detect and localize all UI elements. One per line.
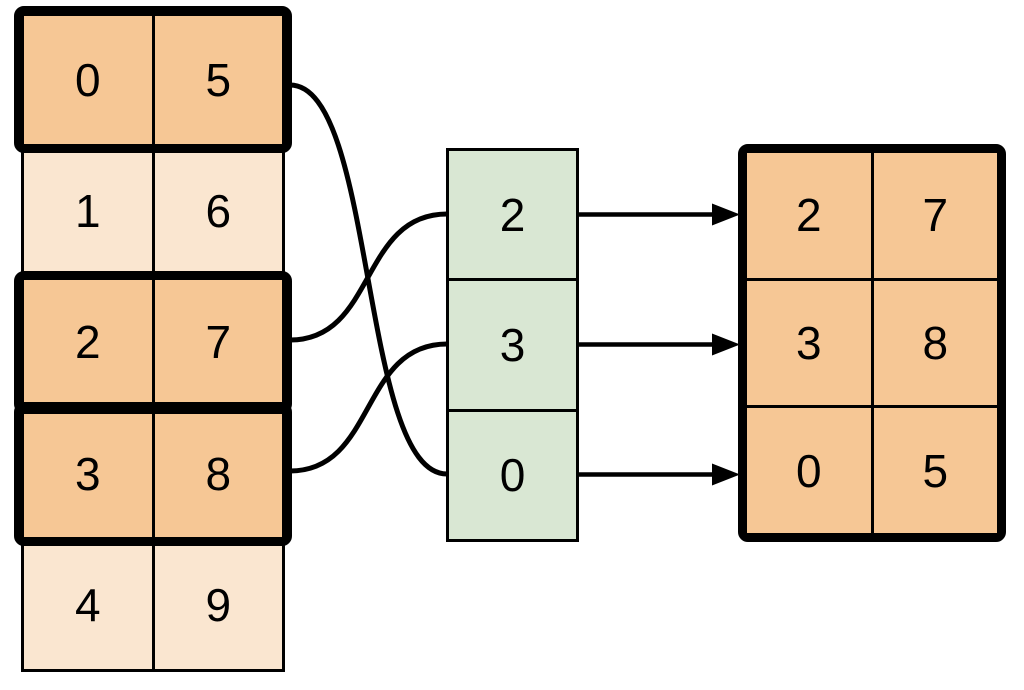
source-cell-r4c1: 9: [154, 540, 282, 669]
source-table: 0 5 1 6 2 7 3 8 4 9: [21, 13, 285, 672]
arrow-index3-to-result-row1: [579, 333, 740, 356]
arrowhead-icon: [712, 463, 740, 486]
arrowhead-icon: [712, 333, 740, 356]
curve-row0-to-index0: [289, 82, 448, 477]
source-cell-r3c0: 3: [24, 409, 152, 538]
result-cell-r1c1: 8: [873, 280, 997, 406]
result-cell-r2c1: 5: [873, 408, 997, 533]
source-cell-r0c0: 0: [24, 16, 152, 145]
index-cell-1: 3: [449, 281, 576, 409]
source-cell-r3c1: 8: [154, 409, 282, 538]
source-cell-r0c1: 5: [154, 16, 282, 145]
result-table: 2 7 3 8 0 5: [738, 144, 1006, 542]
result-cell-r0c1: 7: [873, 153, 997, 278]
source-cell-r1c1: 6: [154, 147, 282, 276]
arrow-index2-to-result-row0: [579, 203, 740, 226]
source-cell-r4c0: 4: [24, 540, 152, 669]
result-cell-r0c0: 2: [747, 153, 871, 278]
result-cell-r1c0: 3: [747, 280, 871, 406]
curve-row3-to-index3: [289, 341, 448, 474]
index-cell-0: 2: [449, 151, 576, 279]
source-cell-r2c1: 7: [154, 278, 282, 407]
index-column: 2 3 0: [446, 148, 579, 542]
curve-row2-to-index2: [289, 211, 448, 343]
index-cell-2: 0: [449, 411, 576, 539]
arrow-index0-to-result-row2: [579, 463, 740, 486]
result-cell-r2c0: 0: [747, 408, 871, 533]
arrowhead-icon: [712, 203, 740, 226]
source-cell-r1c0: 1: [24, 147, 152, 276]
source-cell-r2c0: 2: [24, 278, 152, 407]
